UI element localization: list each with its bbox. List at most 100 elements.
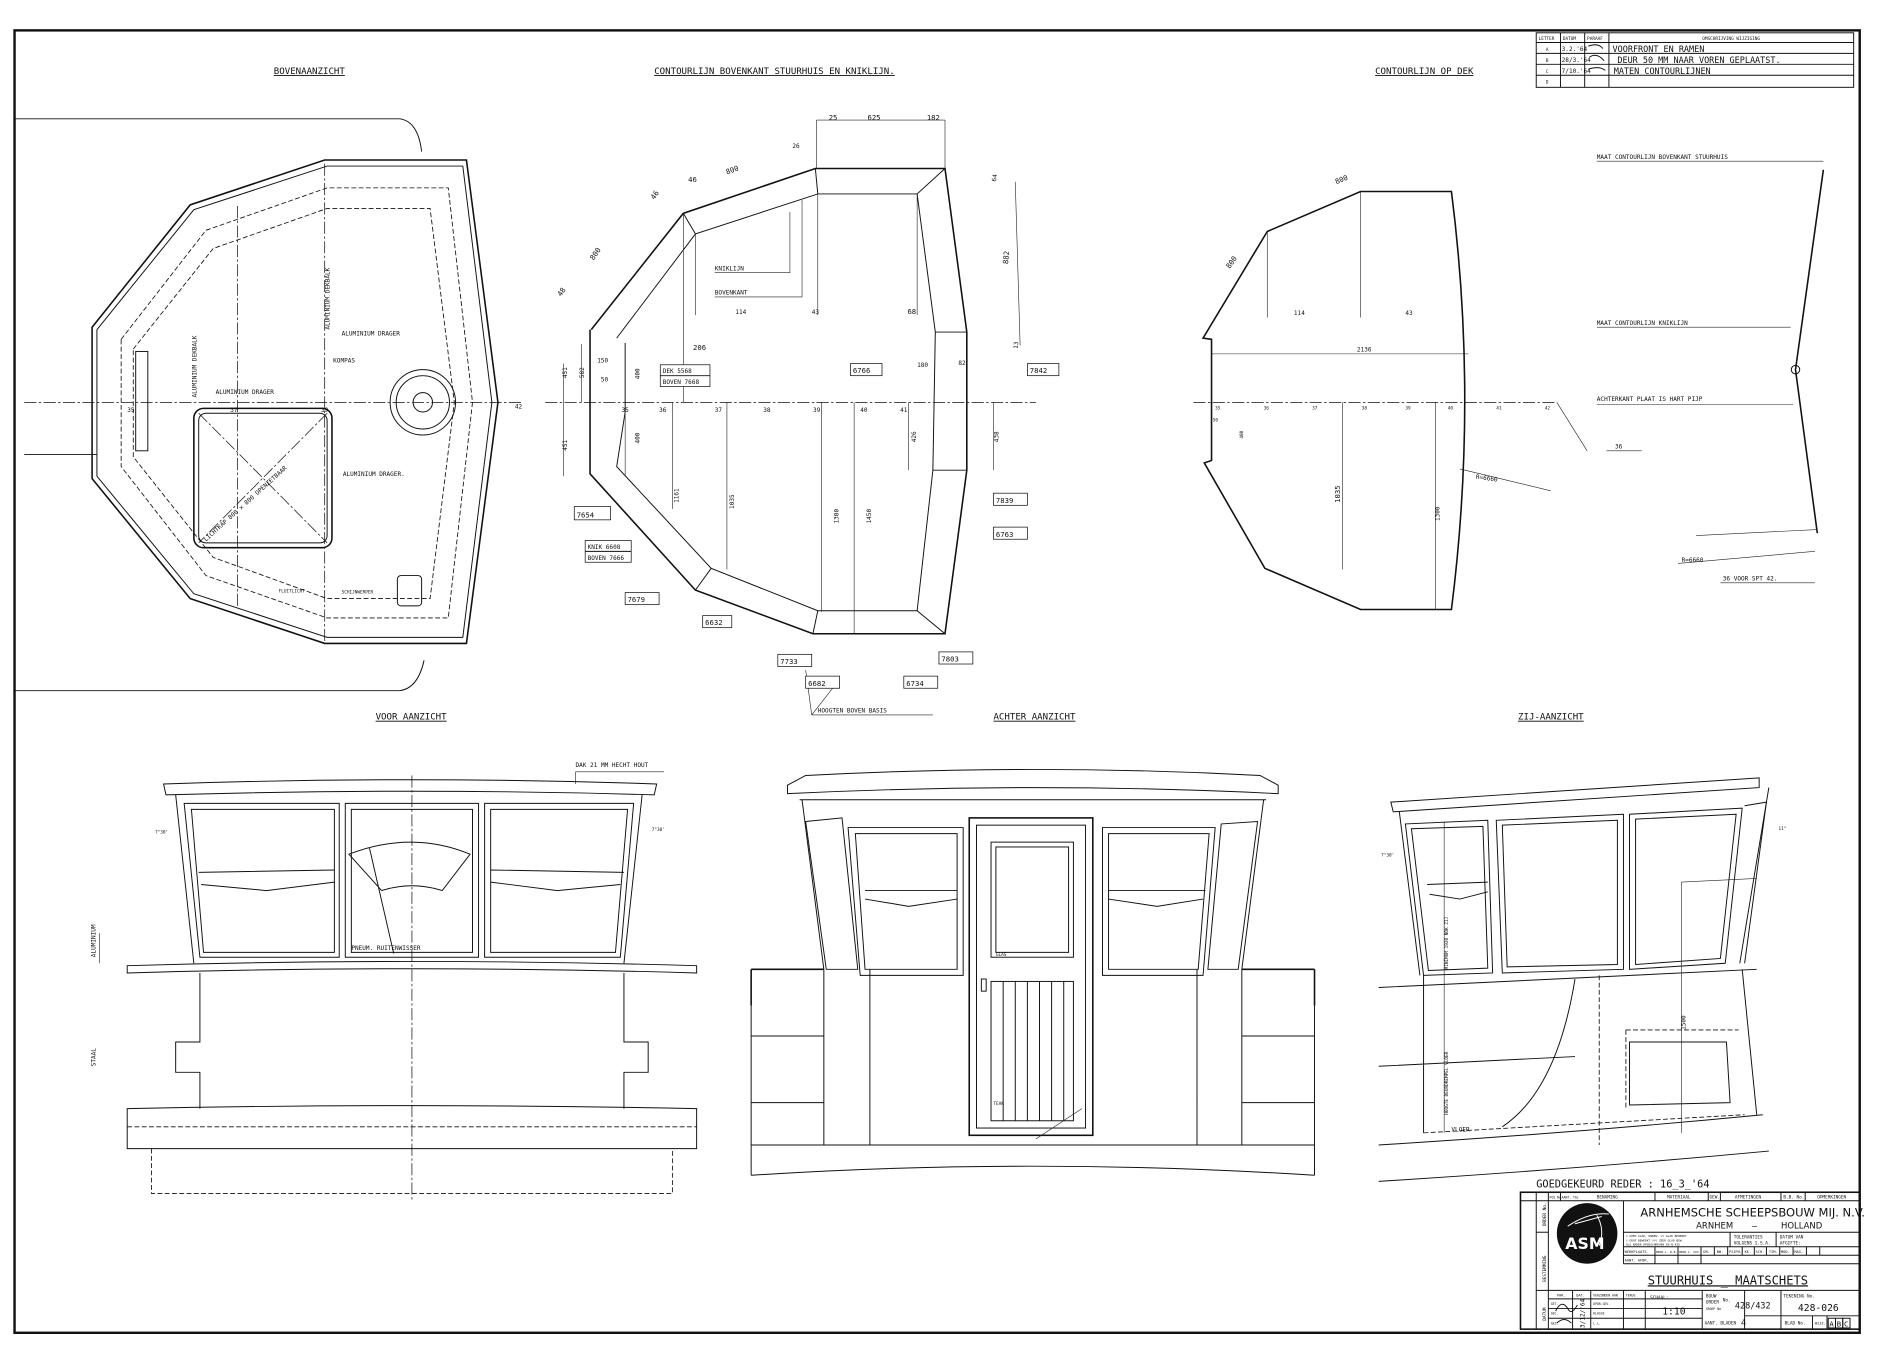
- frame-number: 40: [1448, 406, 1454, 412]
- issue-date: DATUM VAN: [1780, 1234, 1804, 1240]
- dimension: 882: [1001, 251, 1011, 265]
- dimension: 1035: [729, 494, 736, 509]
- height-value: 7679: [628, 595, 645, 604]
- frame-number: 36: [659, 407, 667, 414]
- finish-legend: ▽ GOED GLAD, ONBEW. ▽▽ GLAD BEWERKT: [1626, 1234, 1687, 1238]
- scale-value: 1:10: [1662, 1307, 1685, 1318]
- workshop-cell: SCH.: [1756, 1250, 1765, 1254]
- workshop-cell: PIJPH.: [1729, 1250, 1742, 1254]
- revision-label: WIJZ.: [1815, 1321, 1826, 1325]
- rev-header-date: DATUM: [1563, 36, 1576, 42]
- rev-header-letter: LETTER: [1539, 36, 1555, 42]
- side-label: VLOER: [1451, 1127, 1470, 1134]
- sign-header: TERUG: [1626, 1293, 1636, 1297]
- dimension: 400: [635, 432, 642, 443]
- side-label: 1500: [1680, 1015, 1687, 1030]
- workshop-cell: BEDR.L. W.B.: [1656, 1250, 1677, 1254]
- front-label: DAK 21 MM HECHT HOUT: [575, 762, 648, 769]
- plan-label: ALUMINIUM DRAGER.: [343, 471, 405, 478]
- heights-label: HOOGTEN BOVEN BASIS: [818, 707, 888, 714]
- dimension: 625: [867, 113, 880, 122]
- rev-letter: C: [1546, 69, 1549, 75]
- revision-table: LETTER DATUM PARAAF OMSCHRIJVING WIJZIGI…: [1535, 32, 1855, 88]
- dimension: R=6660: [1475, 474, 1498, 484]
- sheet-border: [13, 29, 1861, 1334]
- rear-label: TEAK: [993, 1101, 1004, 1107]
- drawing-no-label: TEKENING No.: [1783, 1294, 1815, 1300]
- frame-number: 39: [1405, 406, 1411, 412]
- front-label: ALUMINIUM: [91, 924, 98, 957]
- rev-letter: D: [1546, 80, 1549, 86]
- profile-label: 36: [1615, 443, 1623, 450]
- workshop-cell: KE.: [1745, 1250, 1752, 1254]
- front-view: DAK 21 MM HECHT HOUT PNEUM. RUITENWISSER…: [91, 762, 698, 1200]
- bovenkant-label: BOVENKANT: [715, 290, 748, 297]
- side-view: MINIMUM 1920 NOK ZIJ HOOGTE DEURDREMPEL …: [1378, 777, 1786, 1182]
- tb-header: GEW.: [1709, 1194, 1720, 1200]
- door-handle-icon: [980, 978, 987, 992]
- dimension: 46: [688, 175, 697, 184]
- frame-number: 35: [1215, 406, 1221, 412]
- dimension: 426: [911, 431, 918, 442]
- drawing-number: 428-026: [1798, 1303, 1839, 1314]
- height-value: 6734: [906, 679, 924, 688]
- rear-view: GLAS TEAK: [750, 768, 1316, 1176]
- sheets-label: AANT. BLADEN: [1705, 1320, 1737, 1326]
- title-contour-deck: CONTOURLIJN OP DEK: [1375, 67, 1474, 77]
- frame-number: 42: [515, 403, 523, 410]
- title-block: GOEDGEKEURD REDER : 16_3_'64 POS No. AAN…: [1519, 1178, 1865, 1330]
- dimension: 46: [648, 189, 660, 201]
- plan-label: ALUMINIUM DRAGER: [342, 331, 401, 338]
- dimension: 2136: [1357, 346, 1372, 353]
- workshop-cell: TIM.: [1769, 1250, 1778, 1254]
- dimension: 64: [991, 173, 999, 182]
- sign-header: DAT.: [1576, 1293, 1585, 1297]
- tolerances: TOLERANTIES: [1734, 1234, 1763, 1240]
- workshop-cell: BW.: [1717, 1250, 1724, 1254]
- asm-logo: ASM: [1556, 1203, 1618, 1264]
- frame-number: 39: [321, 407, 329, 414]
- dimension: 82: [958, 360, 966, 367]
- drawing-title: STUURHUIS _ MAATSCHETS: [1648, 1273, 1808, 1287]
- frame-number: 36: [1264, 406, 1270, 412]
- searchlight-icon: [396, 575, 423, 607]
- finish-legend: ALS NADER OPGESCHREVEN IN N 425: [1626, 1243, 1680, 1247]
- dimension: 582: [579, 367, 586, 378]
- approval-text: GOEDGEKEURD REDER : 16_3_'64: [1536, 1178, 1709, 1190]
- dimension: 13: [1013, 341, 1021, 349]
- dimension: 50: [1213, 418, 1219, 424]
- title-rear-view: ACHTER AANZICHT: [993, 713, 1076, 723]
- order-label: No.: [1723, 1297, 1731, 1303]
- tb-header: POS No.: [1550, 1195, 1563, 1199]
- angle-label: 7°30': [155, 830, 168, 836]
- rev-description: DEUR 50 MM NAAR VOREN GEPLAATST.: [1617, 55, 1780, 65]
- pipe-icon: [1790, 364, 1801, 375]
- plan-label: SCHIJNWERPER: [342, 590, 374, 596]
- order-label: BOUW: [1706, 1294, 1717, 1300]
- dimension: 180: [917, 362, 928, 369]
- dimension: 182: [927, 113, 940, 122]
- frame-number: 37: [230, 407, 238, 414]
- view-titles: BOVENAANZICHT CONTOURLIJN BOVENKANT STUU…: [274, 67, 1584, 723]
- frame-number: 35: [622, 407, 630, 414]
- frame-number: 41: [1496, 406, 1502, 412]
- workshop-cell: MOD.: [1781, 1250, 1790, 1254]
- revision-letter: C: [1844, 1320, 1848, 1329]
- tb-side-label: ORDER No.: [1542, 1203, 1548, 1227]
- frame-number: 42: [1545, 406, 1551, 412]
- frame-numbers: 35 36 37 38 39 40 41: [622, 407, 908, 414]
- contour-deck-view: 800 800 114 43 2136 50 400 1035 1300 R=6…: [1193, 154, 1825, 611]
- workshop-cell: DR.: [1703, 1250, 1710, 1254]
- dimension: 114: [1294, 310, 1305, 317]
- plan-label: ALUMINIUM DEKBALK: [191, 335, 198, 397]
- order-label: GROEP No: [1706, 1307, 1721, 1311]
- rev-letter: A: [1546, 47, 1549, 53]
- profile-label: R=6660: [1682, 557, 1704, 564]
- dimension: 150: [597, 357, 608, 364]
- profile-label: ACHTERKANT PLAAT IS HART PIJP: [1597, 396, 1703, 403]
- plan-label: ALUMINIUM DEKBALK: [325, 267, 332, 329]
- plan-label: FLUITLICHT: [279, 589, 306, 595]
- rev-letter: B: [1546, 58, 1549, 64]
- angle-label: 7°30': [1381, 853, 1394, 859]
